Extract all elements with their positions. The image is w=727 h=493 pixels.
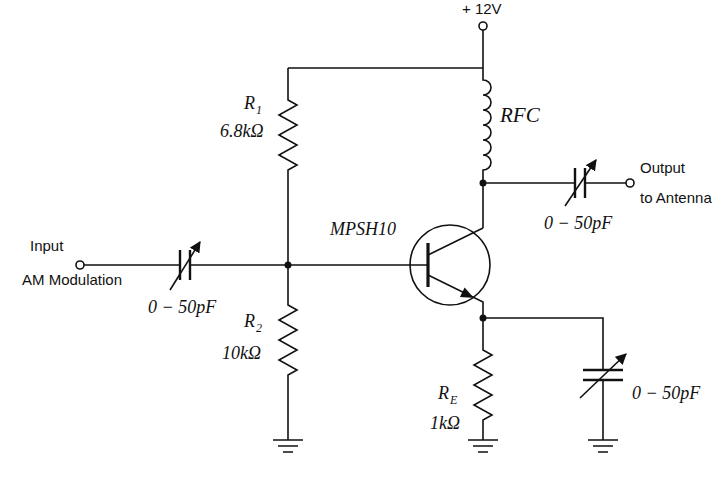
- terminal-label: AM Modulation: [22, 272, 122, 289]
- resistor-symbol: [474, 318, 492, 440]
- terminal-label: Input: [30, 238, 63, 255]
- component-value: 1kΩ: [430, 414, 460, 434]
- ground-symbol: [468, 440, 498, 452]
- part-number: MPSH10: [330, 220, 396, 240]
- output-terminal: [626, 179, 634, 187]
- junction-dot: [285, 262, 292, 269]
- component-name: R: [244, 312, 255, 332]
- transistor-emitter: [428, 275, 483, 318]
- component-name: R: [438, 384, 449, 404]
- component-name: RFC: [500, 104, 540, 127]
- supply-label: + 12V: [462, 1, 502, 18]
- component-value: 0 − 50pF: [632, 384, 700, 404]
- ground-symbol: [273, 440, 303, 452]
- inductor-symbol: [483, 68, 491, 228]
- transistor-base: [426, 243, 429, 287]
- resistor-symbol: [279, 265, 297, 440]
- transistor-symbol: [410, 225, 490, 305]
- variable-arrow: [170, 242, 200, 290]
- component-value: 0 − 50pF: [148, 298, 216, 318]
- variable-arrow: [580, 354, 626, 398]
- component-value: 10kΩ: [222, 344, 261, 364]
- supply-wire: [288, 30, 483, 68]
- emitter-arrow: [461, 289, 472, 297]
- component-subscript: 2: [256, 322, 262, 335]
- input-wire: [84, 264, 428, 266]
- resistor-symbol: [279, 68, 297, 265]
- junction-dot: [480, 180, 487, 187]
- variable-arrow: [565, 160, 596, 206]
- component-value: 6.8kΩ: [220, 122, 264, 142]
- component-name: R: [244, 94, 255, 114]
- input-terminal: [76, 261, 84, 269]
- component-subscript: 1: [256, 104, 262, 117]
- component-subscript: E: [450, 394, 457, 407]
- terminal-label: to Antenna: [640, 190, 712, 207]
- terminal-label: Output: [640, 160, 685, 177]
- ground-symbol: [588, 440, 618, 452]
- output-wire: [483, 182, 626, 184]
- transistor-collector: [428, 228, 483, 255]
- junction-dot: [480, 315, 487, 322]
- supply-terminal: [479, 22, 487, 30]
- component-value: 0 − 50pF: [544, 214, 612, 234]
